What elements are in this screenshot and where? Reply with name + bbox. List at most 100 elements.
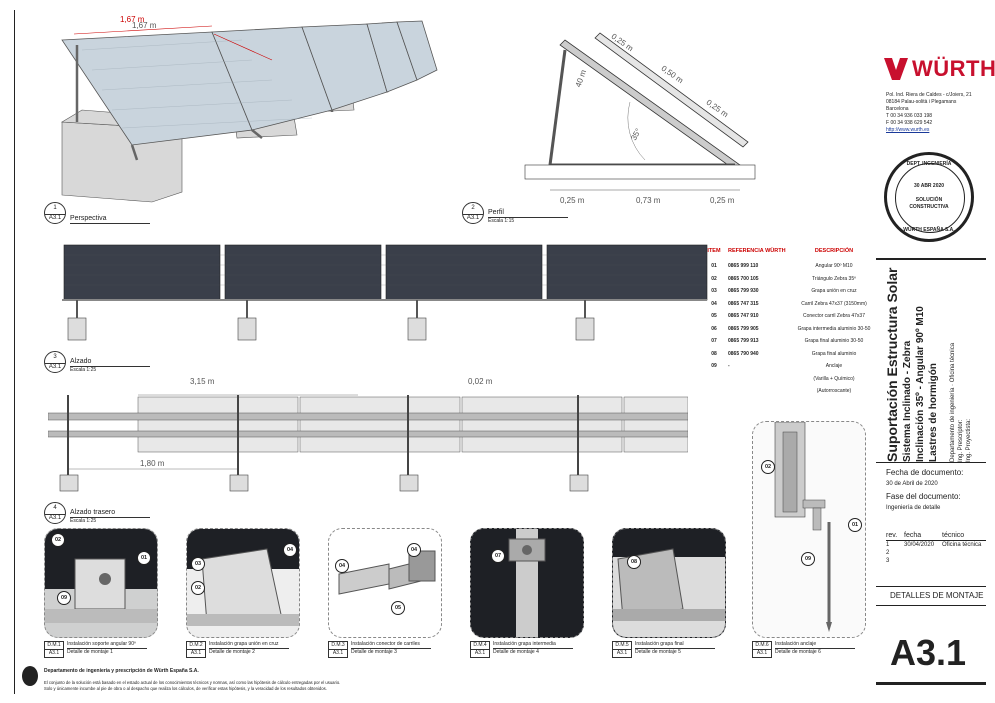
rear-elevation-drawing xyxy=(48,394,688,492)
project-inclination: Inclinación 35º - Angular 90º M10 xyxy=(915,306,926,462)
table-row: 09 - Anclaje xyxy=(700,360,880,373)
table-cell: 0865 999 110 xyxy=(728,263,759,270)
tag-d6-02: 02 xyxy=(761,460,775,474)
table-cell: 09 xyxy=(711,363,717,370)
table-row: 07 0865 799 913 Grapa final aluminio 30-50 xyxy=(700,335,880,348)
detail-3-frame: 04 04 05 xyxy=(328,528,442,638)
table-cell: 0865 747 315 xyxy=(728,300,759,307)
table-cell: 07 xyxy=(711,338,717,345)
tag-d6-09: 09 xyxy=(801,552,815,566)
table-cell: Grapa unión en cruz xyxy=(811,288,857,295)
doc-date-label: Fecha de documento: xyxy=(886,468,964,477)
tag-d5-08: 08 xyxy=(627,555,641,569)
table-cell: Grapa final aluminio xyxy=(811,350,857,357)
table-cell: 0865 790 940 xyxy=(728,350,759,357)
brand-name: WÜRTH xyxy=(912,56,995,81)
table-cell: Conector carril Zebra 47x37 xyxy=(803,313,865,320)
table-cell: 08 xyxy=(711,350,717,357)
project-proyectista: Ing. Proyectista: xyxy=(966,418,972,462)
table-cell: 02 xyxy=(711,275,717,282)
table-cell: Carril Zebra 47x37 (3150mm) xyxy=(801,300,867,307)
table-cell: 0865 799 913 xyxy=(728,338,759,345)
engineer-icon xyxy=(22,666,38,686)
doc-phase-label: Fase del documento: xyxy=(886,492,961,501)
section-title: DETALLES DE MONTAJE xyxy=(890,591,984,600)
table-cell: 04 xyxy=(711,300,717,307)
table-row: 01 0865 999 110 Angular 90º M10 xyxy=(700,260,880,273)
detail-6-frame: 02 01 09 xyxy=(752,421,866,638)
tag-d3-04a: 04 xyxy=(335,559,349,573)
dim-width: 1,67 m xyxy=(132,21,157,30)
dim-1-80: 1,80 m xyxy=(140,459,165,468)
dim-bottom-0-25-a: 0,25 m xyxy=(560,196,585,205)
table-row: 02 0865 700 105 Triángulo Zebra 35º xyxy=(700,273,880,286)
tag-d3-04b: 04 xyxy=(407,543,421,557)
dim-bottom-0-73: 0,73 m xyxy=(636,196,661,205)
view-title-3: Alzado xyxy=(70,357,150,367)
table-cell: Triángulo Zebra 35º xyxy=(812,275,856,282)
company-address: Pol. Ind. Riera de Caldes - c/Joiers, 21… xyxy=(886,92,972,133)
company-web-link[interactable]: http://www.wurth.es xyxy=(886,127,930,133)
table-cell: 0865 799 905 xyxy=(728,325,759,332)
sheet-number: A3.1 xyxy=(890,632,967,673)
tag-d3-05: 05 xyxy=(391,601,405,615)
table-cell: - xyxy=(728,363,730,370)
project-title: Suportación Estructura Solar xyxy=(884,267,900,462)
tag-d2-03: 03 xyxy=(191,557,205,571)
footer-title: Departamento de ingeniería y prescripció… xyxy=(44,668,199,674)
table-cell: Grapa intermedia aluminio 30-50 xyxy=(797,325,871,332)
tag-d1-01: 01 xyxy=(137,551,151,565)
drawing-frame xyxy=(14,10,983,694)
footer-disclaimer: El conjunto de la solución está basado e… xyxy=(44,680,341,691)
wurth-logo: WÜRTH xyxy=(884,56,995,82)
table-cell: 0865 700 105 xyxy=(728,275,759,282)
tag-d4-07: 07 xyxy=(491,549,505,563)
project-dept: Departamento de ingeniería · Oficina téc… xyxy=(950,342,956,462)
table-cell: Anclaje xyxy=(825,363,843,370)
project-system: Sistema Inclinado - Zebra xyxy=(902,340,913,462)
table-cell: 01 xyxy=(711,263,717,270)
table-cell: Grapa final aluminio 30-50 xyxy=(804,338,864,345)
profile-drawing xyxy=(524,32,756,191)
title-divider xyxy=(876,258,986,260)
tag-d6-01: 01 xyxy=(848,518,862,532)
dim-bottom-0-25-b: 0,25 m xyxy=(710,196,735,205)
table-cell: 0865 747 910 xyxy=(728,313,759,320)
tag-d1-02: 02 xyxy=(51,533,65,547)
table-row: 05 0865 747 910 Conector carril Zebra 47x3… xyxy=(700,310,880,323)
parts-table-header: ITEM REFERENCIA WÜRTH DESCRIPCIÓN xyxy=(707,248,854,254)
detail-4-frame: 07 xyxy=(470,528,584,638)
doc-date-value: 30 de Abril de 2020 xyxy=(886,481,938,487)
wurth-logo-icon xyxy=(884,58,908,80)
view-title-1: Perspectiva xyxy=(70,214,150,224)
dim-3-15: 3,15 m xyxy=(190,377,215,386)
project-ballast: Lastres de hormigón xyxy=(928,363,939,462)
table-cell: 05 xyxy=(711,313,717,320)
table-row: 04 0865 747 315 Carril Zebra 47x37 (3150mm… xyxy=(700,298,880,311)
view-title-2: Perfil xyxy=(488,208,568,218)
detail-5-frame: 08 xyxy=(612,528,726,638)
table-cell: 0865 799 930 xyxy=(728,288,759,295)
dim-0-02: 0,02 m xyxy=(468,377,493,386)
tag-d1-09: 09 xyxy=(57,591,71,605)
perspective-drawing: 1,67 m xyxy=(61,20,438,203)
dim-1-67-label: 1,67 m xyxy=(120,15,145,24)
detail-2-frame: 03 04 02 xyxy=(186,528,300,638)
project-prescriptor: Ing. Prescriptor: xyxy=(958,419,964,462)
view-title-4: Alzado trasero xyxy=(70,508,150,518)
engineering-stamp: DEPT. INGENIERÍA 30 ABR 2020 SOLUCIÓN CO… xyxy=(884,152,974,242)
table-cell: Angular 90º M10 xyxy=(815,263,853,270)
parts-table: ITEM REFERENCIA WÜRTH DESCRIPCIÓN 01 0865… xyxy=(700,248,880,398)
